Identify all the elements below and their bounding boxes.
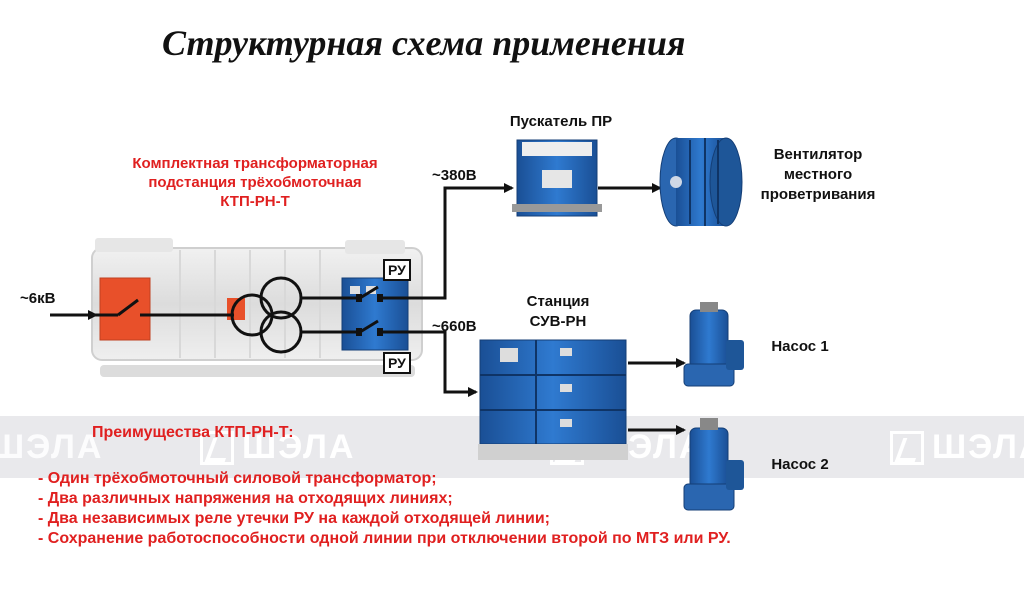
- watermark-logo: ШЭЛА: [0, 428, 104, 466]
- station-title-line: Станция: [526, 293, 590, 310]
- starter-title: Пускатель ПР: [509, 113, 613, 130]
- ru-tag-top: РУ: [383, 259, 411, 281]
- input-voltage-label: ~6кВ: [20, 290, 56, 307]
- fan-title-line: Вентилятор: [773, 146, 863, 163]
- watermark-logo: ШЭЛА: [200, 428, 355, 467]
- shela-logo-icon: [890, 430, 924, 465]
- pump-1-image: [683, 302, 744, 387]
- advantages-list: - Один трёхобмоточный силовой трансформа…: [38, 469, 731, 549]
- station-title: Станция СУВ-РН: [508, 292, 608, 332]
- fan-title-line: проветривания: [760, 186, 876, 203]
- fan-title: Вентилятор местного проветривания: [748, 145, 888, 205]
- station-to-pump-lines: [628, 358, 686, 435]
- advantage-item: - Сохранение работоспособности одной лин…: [38, 530, 731, 547]
- starter-image: [512, 139, 602, 217]
- shela-logo-icon: [200, 430, 234, 465]
- pump-2-image: [683, 418, 744, 511]
- station-image: [478, 339, 628, 460]
- voltage-380-label: ~380В: [432, 167, 477, 184]
- fan-image: [659, 137, 743, 227]
- advantage-item: - Два независимых реле утечки РУ на кажд…: [38, 510, 551, 527]
- advantages-title: Преимущества КТП-РН-Т:: [92, 424, 294, 441]
- substation-image: [91, 238, 423, 377]
- relay-markers: [356, 294, 383, 336]
- voltage-660-label: ~660В: [432, 318, 477, 335]
- transformer-scheme: [50, 276, 440, 354]
- output-line-380: [440, 183, 514, 300]
- fan-title-line: местного: [783, 166, 853, 183]
- watermark-logo: ШЭЛА: [890, 428, 1024, 467]
- advantage-item: - Два различных напряжения на отходящих …: [38, 490, 453, 507]
- pump-2-label: Насос 2: [771, 456, 829, 473]
- substation-title-line: КТП-РН-Т: [220, 193, 290, 210]
- page-title: Структурная схема применения: [162, 23, 686, 63]
- substation-title-line: Комплектная трансформаторная: [132, 155, 378, 172]
- station-title-line: СУВ-РН: [529, 313, 587, 330]
- advantage-item: - Один трёхобмоточный силовой трансформа…: [38, 470, 437, 487]
- substation-title: Комплектная трансформаторная подстанция …: [110, 154, 400, 211]
- ru-tag-bottom: РУ: [383, 352, 411, 374]
- pump-1-label: Насос 1: [771, 338, 829, 355]
- substation-title-line: подстанция трёхобмоточная: [148, 174, 362, 191]
- output-line-660: [440, 330, 478, 397]
